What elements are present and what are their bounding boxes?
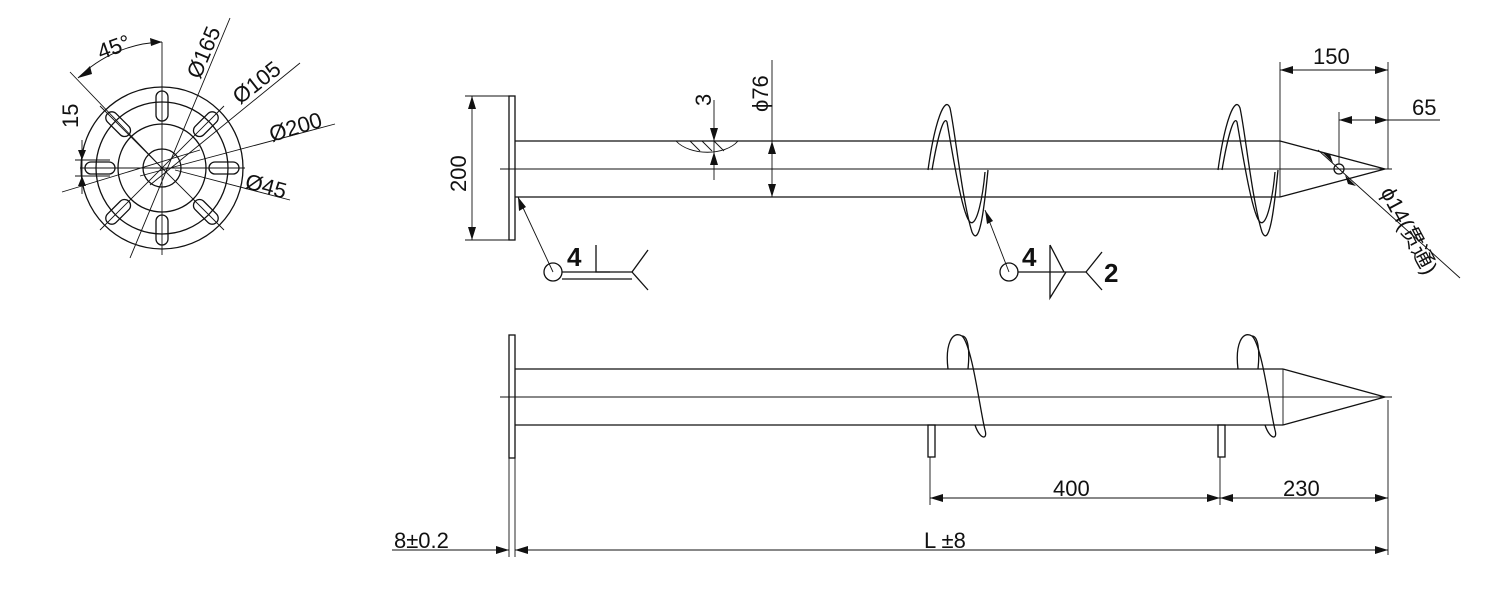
flange-view: 45° Ø165 Ø105 Ø200 Ø45 15 bbox=[58, 17, 336, 259]
plate-thickness-label: 8±0.2 bbox=[394, 528, 449, 553]
d165-label: Ø165 bbox=[182, 23, 226, 82]
tip-length-label: 230 bbox=[1283, 476, 1320, 501]
weld2-size: 4 bbox=[1022, 242, 1037, 272]
wall-thickness-label: 3 bbox=[691, 94, 716, 106]
weld1-size: 4 bbox=[567, 242, 582, 272]
angle-label: 45° bbox=[94, 30, 134, 65]
end-plate bbox=[508, 95, 516, 241]
slot-width-label: 15 bbox=[58, 104, 83, 128]
pipe-diameter-label: ϕ76 bbox=[748, 75, 773, 112]
length-label: L ±8 bbox=[924, 528, 966, 553]
tip-150-label: 150 bbox=[1313, 44, 1350, 69]
side-view: 4 4 2 200 3 ϕ76 150 65 ϕ14(贯通) bbox=[446, 44, 1461, 301]
d200-label: Ø200 bbox=[266, 107, 325, 147]
weld2-count: 2 bbox=[1104, 258, 1118, 288]
hole-label: ϕ14(贯通) bbox=[1376, 183, 1443, 279]
tip-65-label: 65 bbox=[1412, 95, 1436, 120]
plate-height-label: 200 bbox=[446, 155, 471, 192]
front-view: 400 230 8±0.2 L ±8 bbox=[392, 334, 1392, 557]
front-end-plate bbox=[508, 334, 516, 459]
pitch-label: 400 bbox=[1053, 476, 1090, 501]
d45-label: Ø45 bbox=[243, 169, 290, 204]
d105-label: Ø105 bbox=[228, 56, 286, 109]
